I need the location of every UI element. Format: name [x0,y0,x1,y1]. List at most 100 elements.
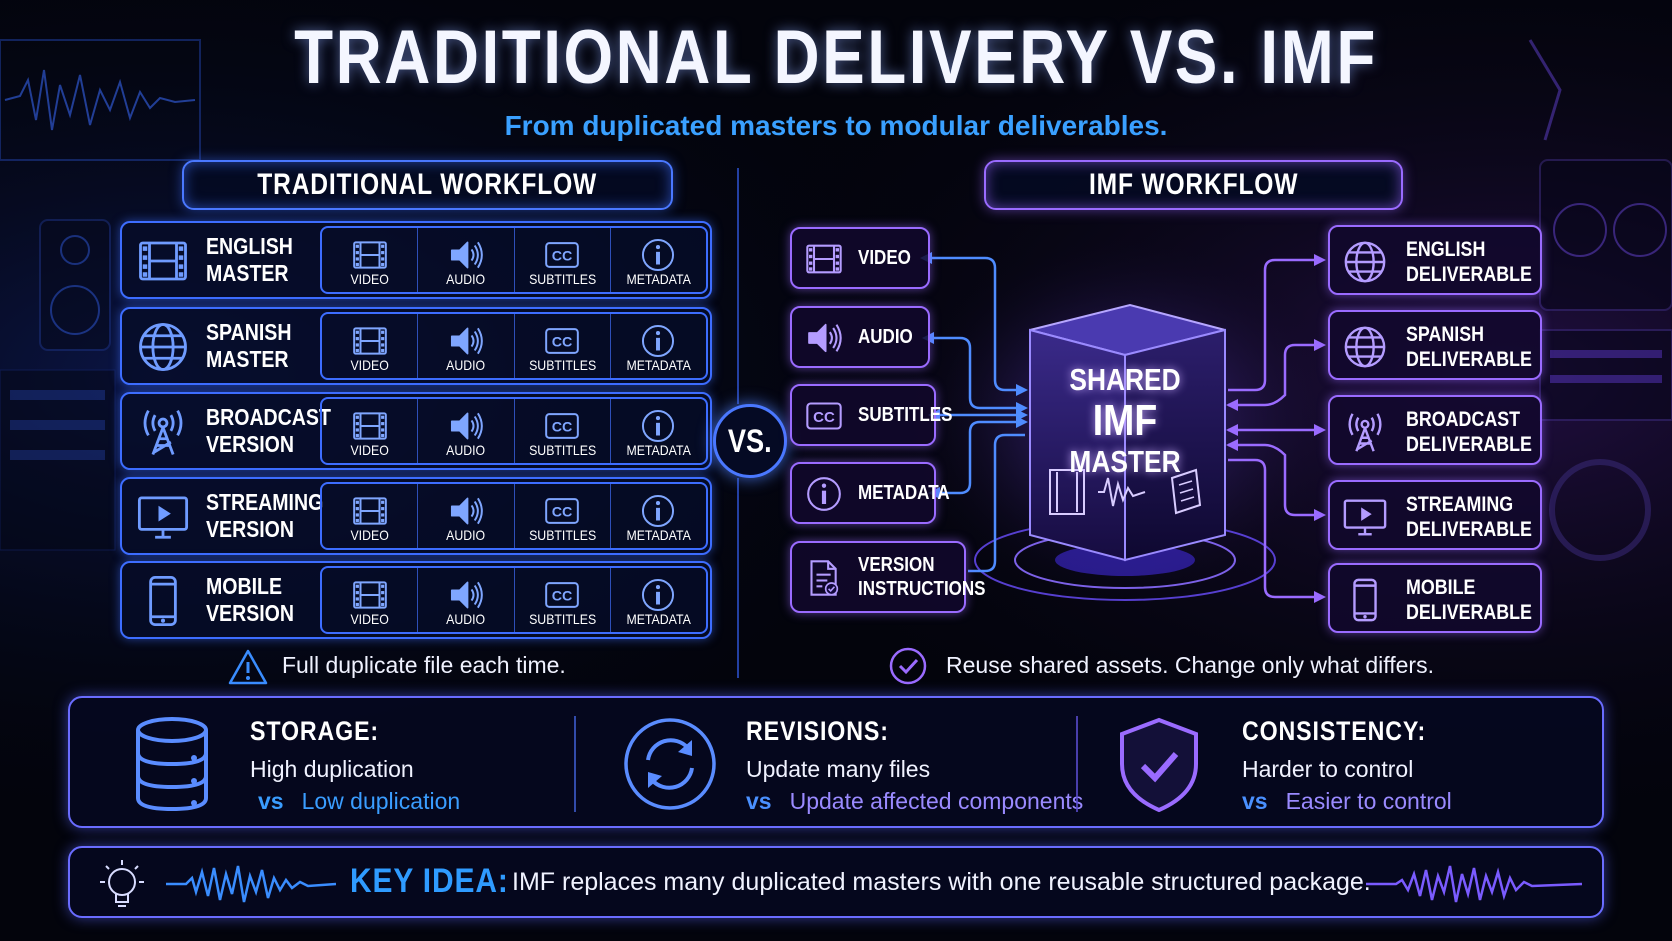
monitor-play-icon [1342,494,1388,540]
cell-label: METADATA [626,357,691,373]
lightbulb-icon [100,860,144,907]
cell-label: VIDEO [350,527,389,543]
key-idea-text: IMF replaces many duplicated masters wit… [512,868,1371,896]
cc-icon: CC [545,328,579,354]
component-label: AUDIO [858,326,913,348]
database-icon [136,717,208,812]
master-line2: IMF [1092,396,1158,445]
vs-badge: VS. [713,404,787,478]
deliverable-label: SPANISH DELIVERABLE [1406,323,1532,371]
component-cell: CC SUBTITLES [515,314,611,378]
cell-label: VIDEO [350,357,389,373]
imf-deliverable: BROADCAST DELIVERABLE [1328,395,1542,465]
divider [1076,716,1078,812]
traditional-header-label: TRADITIONAL WORKFLOW [257,168,598,201]
component-label: SUBTITLES [858,404,953,426]
component-label: VERSION INSTRUCTIONS [858,554,986,600]
traditional-note: Full duplicate file each time. [282,652,566,678]
component-cell: METADATA [611,399,706,463]
film-icon [352,581,387,609]
row-label: ENGLISH MASTER [206,233,293,286]
stat-imf: Low duplication [301,788,461,814]
page-title: TRADITIONAL DELIVERY VS. IMF [294,15,1378,100]
cc-icon: CC [545,498,579,524]
row-label: SPANISH MASTER [206,319,292,372]
film-icon [352,412,387,440]
cell-label: SUBTITLES [528,357,596,373]
cell-label: METADATA [626,271,691,287]
cell-label: METADATA [626,442,691,458]
cc-icon: CC [545,582,579,608]
row-label: STREAMING VERSION [206,489,324,542]
component-cell: AUDIO [418,399,515,463]
globe-icon [1342,324,1388,370]
warning-icon [228,648,268,686]
cell-label: SUBTITLES [528,271,596,287]
cc-icon: CC [545,242,579,268]
row-label: MOBILE VERSION [206,573,295,626]
imf-deliverable: ENGLISH DELIVERABLE [1328,225,1542,295]
component-cell: AUDIO [418,228,515,292]
stat-title: STORAGE: [250,716,380,746]
imf-component: VIDEO [790,227,930,289]
cell-label: AUDIO [446,527,486,543]
deliverable-label: MOBILE DELIVERABLE [1406,576,1532,624]
antenna-icon [136,405,194,459]
waveform-icon [1366,865,1582,903]
phone-icon [136,574,194,628]
info-icon [642,409,675,443]
speaker-icon [450,581,483,609]
component-label: VIDEO [858,247,911,269]
stat-imf: Update affected components [789,788,1084,814]
page-subtitle: From duplicated masters to modular deliv… [504,110,1168,141]
cell-label: VIDEO [350,611,389,627]
component-label: METADATA [858,482,950,504]
deliverable-label: BROADCAST DELIVERABLE [1406,408,1532,456]
component-cell: AUDIO [418,314,515,378]
traditional-row: ENGLISH MASTER VIDEO AUDIO CC SUBTITLES METAD… [120,221,712,299]
stat-vs: vs [258,788,284,814]
check-circle-icon [888,646,928,686]
speaker-icon [450,327,483,355]
component-cell: VIDEO [322,228,419,292]
divider [574,716,576,812]
component-cell: CC SUBTITLES [515,228,611,292]
svg-text:CC: CC [552,249,573,265]
stat-imf: Easier to control [1285,788,1452,814]
cc-icon: CC [545,413,579,439]
imf-deliverable: MOBILE DELIVERABLE [1328,563,1542,633]
component-cell: VIDEO [322,568,419,632]
stat-vs: vs [746,788,772,814]
deliverable-label: STREAMING DELIVERABLE [1406,493,1532,541]
shield-check-icon [1120,717,1198,813]
component-cell: METADATA [611,314,706,378]
document-check-icon [804,558,844,598]
info-icon [642,578,675,612]
svg-text:CC: CC [552,420,573,436]
imf-component: VERSION INSTRUCTIONS [790,541,986,613]
component-cells: VIDEO AUDIO CC SUBTITLES METADATA [320,312,708,380]
cell-label: METADATA [626,611,691,627]
key-idea-banner: KEY IDEA: IMF replaces many duplicated m… [68,846,1604,918]
component-cell: METADATA [611,568,706,632]
phone-icon [1342,577,1388,623]
info-icon [642,324,675,358]
refresh-icon [624,718,716,810]
cell-label: AUDIO [446,271,486,287]
imf-master-label: SHARED IMF MASTER [1030,362,1220,480]
traditional-row: SPANISH MASTER VIDEO AUDIO CC SUBTITLES METAD… [120,307,712,385]
film-icon [352,327,387,355]
deliverable-label: ENGLISH DELIVERABLE [1406,238,1532,286]
film-icon [804,239,844,279]
